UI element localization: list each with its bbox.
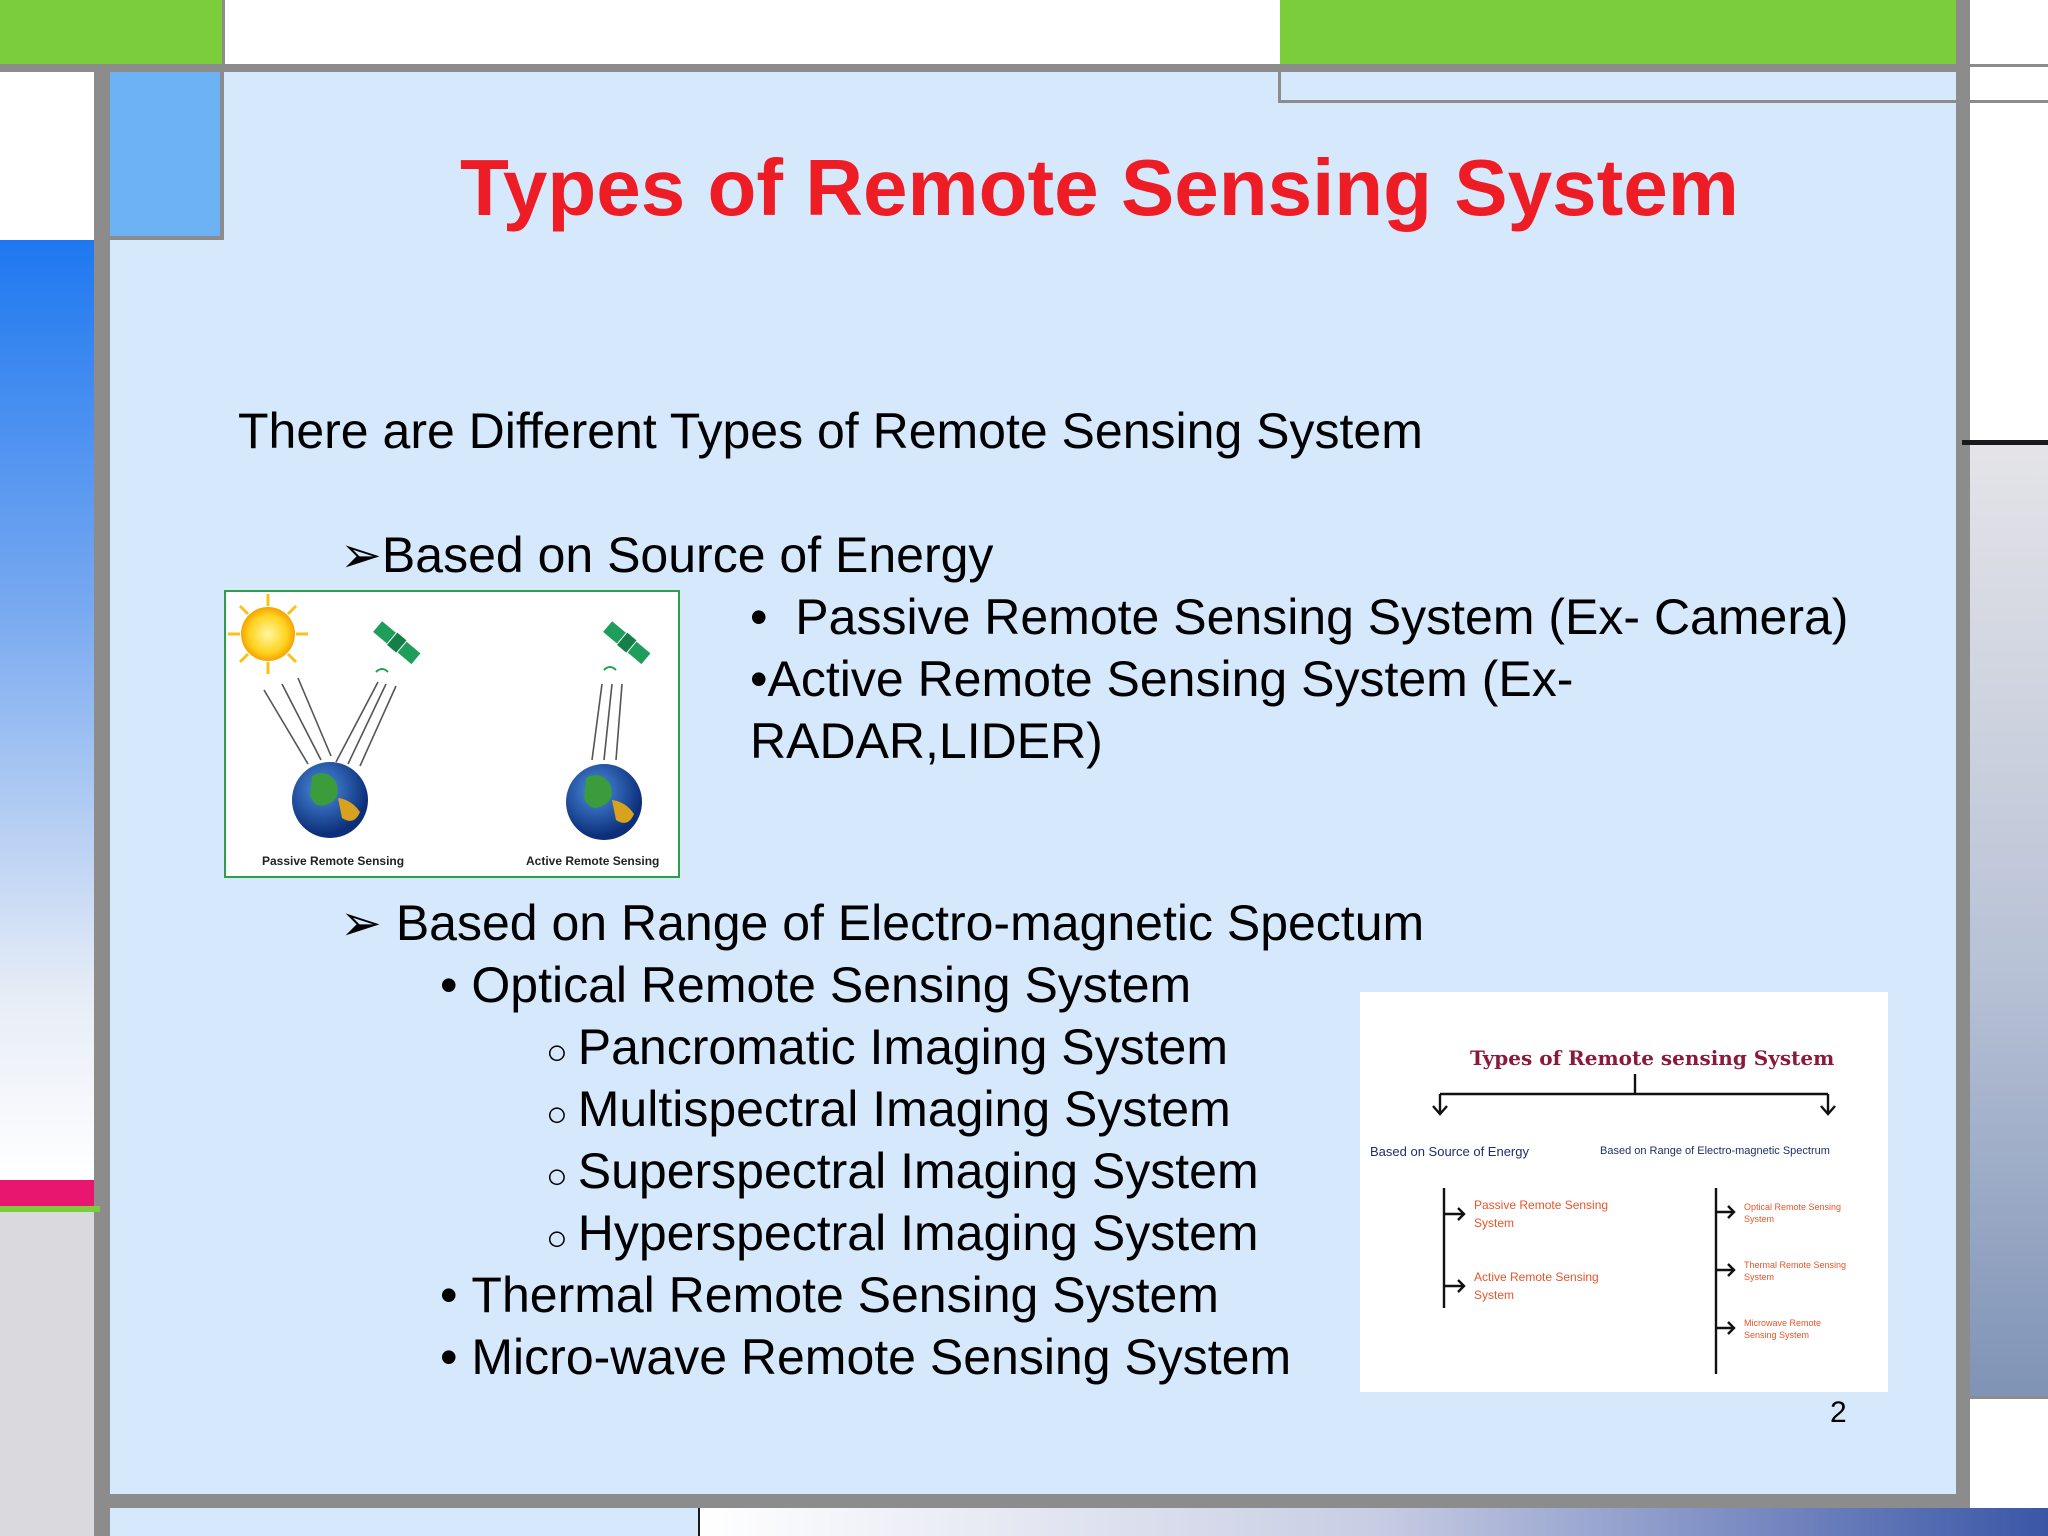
energy-source-figure: Passive Remote Sensing Active Remote Sen… (224, 590, 680, 878)
bottom-gradient-bar (700, 1508, 2048, 1536)
page-number: 2 (1830, 1396, 1847, 1429)
right-gray-bar (1956, 0, 1970, 1496)
right-gradient-panel (1970, 445, 2048, 1397)
far-right-top-line2 (1968, 100, 2048, 103)
slide-title: Types of Remote Sensing System (460, 143, 1739, 232)
active-caption: Active Remote Sensing (526, 854, 660, 868)
figure2-right-item: System (1744, 1272, 1775, 1282)
section2-heading-text: Based on Range of Electro-magnetic Spect… (395, 895, 1425, 951)
corner-square-border-bottom (110, 236, 224, 240)
passive-bullet-text: Passive Remote Sensing System (Ex- Camer… (795, 589, 1849, 645)
left-gray-panel (0, 1212, 94, 1536)
top-left-green-bar (0, 0, 222, 64)
figure2-right-item: Microwave Remote (1744, 1318, 1822, 1328)
sub-bullet-text: Pancromatic Imaging System (577, 1019, 1228, 1075)
earth-icon (566, 764, 642, 840)
figure2-title: Types of Remote sensing System (1470, 1046, 1835, 1070)
passive-caption: Passive Remote Sensing (262, 854, 405, 868)
thermal-bullet-text: Thermal Remote Sensing System (471, 1267, 1219, 1323)
right-panel-bottom-line (1962, 1396, 2048, 1399)
active-bullet-text: Active Remote Sensing System (Ex- (767, 651, 1574, 707)
earth-icon (292, 762, 368, 838)
bullet-icon: • (440, 957, 472, 1013)
sub-bullet-hyperspectral: ○ Hyperspectral Imaging System (546, 1204, 1259, 1262)
sub-bullet-superspectral: ○ Superspectral Imaging System (546, 1142, 1259, 1200)
active-rays (591, 683, 623, 761)
optical-bullet: • Optical Remote Sensing System (440, 956, 1191, 1014)
figure2-right-branch: Based on Range of Electro-magnetic Spect… (1600, 1145, 1830, 1157)
section1-heading: ➢Based on Source of Energy (340, 526, 993, 584)
classification-figure: Types of Remote sensing System Based on … (1360, 992, 1888, 1392)
intro-text: There are Different Types of Remote Sens… (238, 403, 1423, 459)
satellite-icon (373, 621, 421, 665)
top-gray-rule (0, 64, 1968, 72)
figure2-left-item: System (1474, 1288, 1515, 1302)
figure2-right-item: System (1744, 1214, 1775, 1224)
top-right-box-bottom (1278, 100, 1958, 103)
left-green-line (0, 1206, 100, 1212)
right-black-line (1962, 440, 2048, 445)
thermal-bullet: • Thermal Remote Sensing System (440, 1266, 1219, 1324)
microwave-bullet-text: Micro-wave Remote Sensing System (471, 1329, 1292, 1385)
passive-rays (263, 677, 397, 767)
sub-bullet-text: Hyperspectral Imaging System (577, 1205, 1259, 1261)
circle-bullet-icon: ○ (546, 1031, 578, 1072)
sub-bullet-multispectral: ○ Multispectral Imaging System (546, 1080, 1231, 1138)
top-right-green-bar (1280, 0, 1958, 64)
bullet-icon: • (750, 651, 768, 707)
figure2-right-item: Sensing System (1744, 1330, 1810, 1340)
figure2-left-branch: Based on Source of Energy (1370, 1144, 1529, 1159)
corner-blue-square (110, 72, 220, 236)
circle-bullet-icon: ○ (546, 1093, 578, 1134)
bullet-icon: • (440, 1329, 472, 1385)
sun-icon (228, 594, 308, 674)
bullet-icon: • (440, 1267, 472, 1323)
passive-bullet: • Passive Remote Sensing System (Ex- Cam… (750, 588, 1848, 646)
far-right-top-line (1968, 64, 2048, 67)
arrow-bullet-icon: ➢ (340, 895, 382, 951)
active-bullet-continuation: RADAR,LIDER) (750, 713, 1103, 769)
section1-heading-text: Based on Source of Energy (381, 527, 994, 583)
left-pink-bar (0, 1180, 94, 1206)
figure2-right-item: Thermal Remote Sensing (1744, 1260, 1847, 1270)
figure2-left-item: System (1474, 1216, 1515, 1230)
figure2-right-item: Optical Remote Sensing (1744, 1202, 1842, 1212)
microwave-bullet: • Micro-wave Remote Sensing System (440, 1328, 1291, 1386)
corner-square-border-right (220, 72, 224, 240)
optical-bullet-text: Optical Remote Sensing System (471, 957, 1192, 1013)
circle-bullet-icon: ○ (546, 1217, 578, 1258)
left-blue-gradient-bar (0, 240, 94, 1180)
sub-bullet-pancromatic: ○ Pancromatic Imaging System (546, 1018, 1228, 1076)
active-bullet: •Active Remote Sensing System (Ex- (750, 650, 1573, 708)
bottom-left-light-bar (110, 1508, 700, 1536)
top-white-segment-border (222, 0, 225, 64)
bullet-icon: • (750, 589, 796, 645)
bottom-divider (698, 1508, 700, 1536)
sub-bullet-text: Multispectral Imaging System (577, 1081, 1231, 1137)
bottom-gray-rule (94, 1494, 1970, 1508)
arrow-bullet-icon: ➢ (340, 527, 382, 583)
sub-bullet-text: Superspectral Imaging System (577, 1143, 1259, 1199)
figure2-left-item: Active Remote Sensing (1474, 1270, 1599, 1284)
section2-heading: ➢ Based on Range of Electro-magnetic Spe… (340, 894, 1424, 952)
figure2-left-item: Passive Remote Sensing (1474, 1198, 1609, 1212)
satellite-icon (603, 621, 651, 665)
circle-bullet-icon: ○ (546, 1155, 578, 1196)
energy-source-illustration (228, 594, 651, 840)
left-gray-bar (94, 64, 110, 1536)
classification-connectors (1432, 1074, 1836, 1374)
top-right-box-border (1278, 64, 1281, 102)
